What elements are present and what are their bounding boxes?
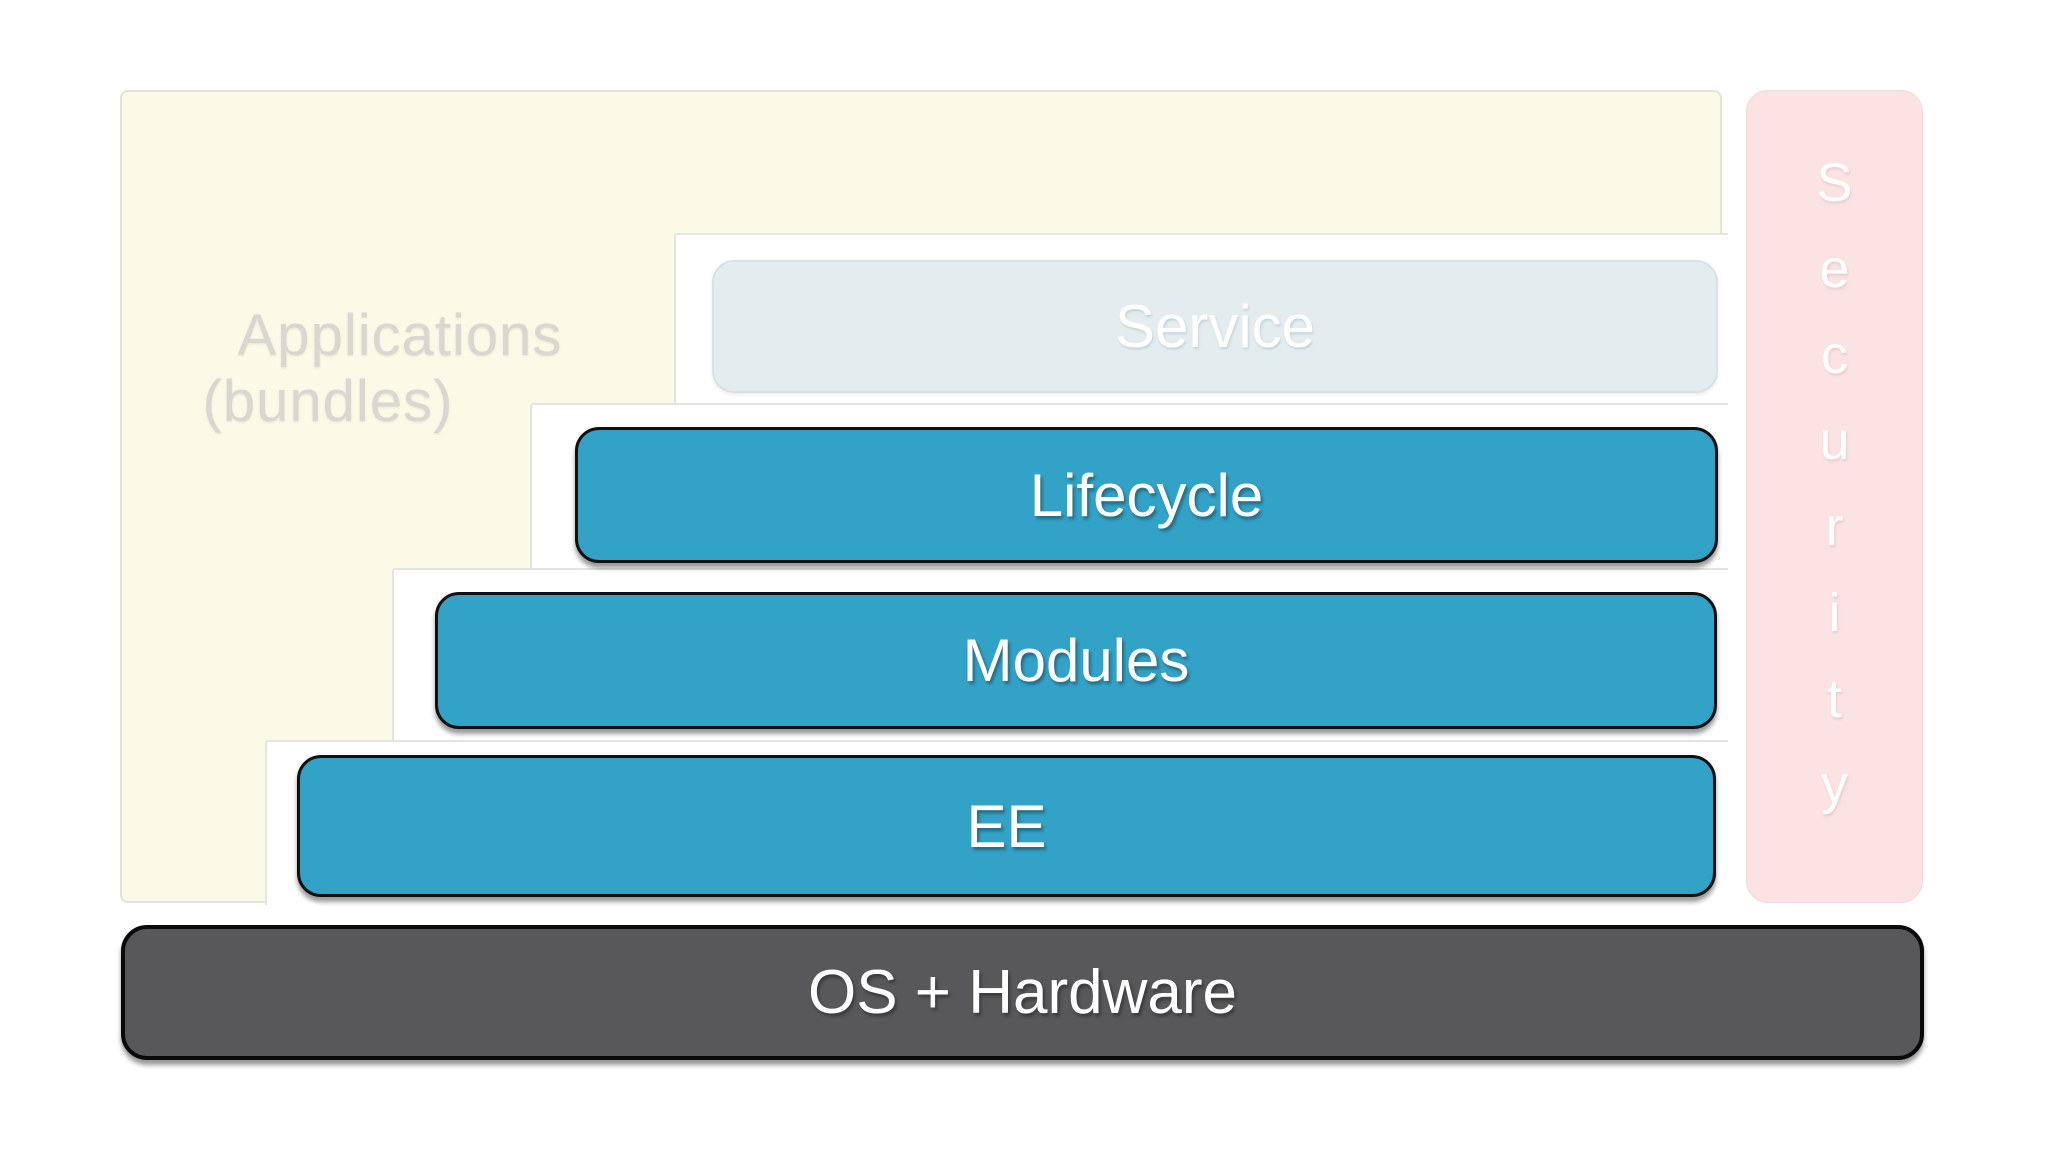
security-layer-box: Security [1746,90,1923,903]
modules-layer-box: Modules [435,592,1717,729]
security-label: Security [1804,152,1865,841]
lifecycle-layer-box: Lifecycle [575,427,1718,563]
os-hardware-label: OS + Hardware [807,958,1237,1027]
applications-label-line2: (bundles) [202,369,454,434]
service-label: Service [1114,293,1316,360]
service-layer-box: Service [712,260,1718,393]
os-hardware-layer-box: OS + Hardware [121,925,1924,1060]
ee-layer-box: EE [297,755,1716,897]
lifecycle-label: Lifecycle [1029,461,1264,529]
ee-label: EE [966,792,1047,860]
applications-label-line1: Applications [237,303,563,368]
modules-label: Modules [962,627,1190,694]
